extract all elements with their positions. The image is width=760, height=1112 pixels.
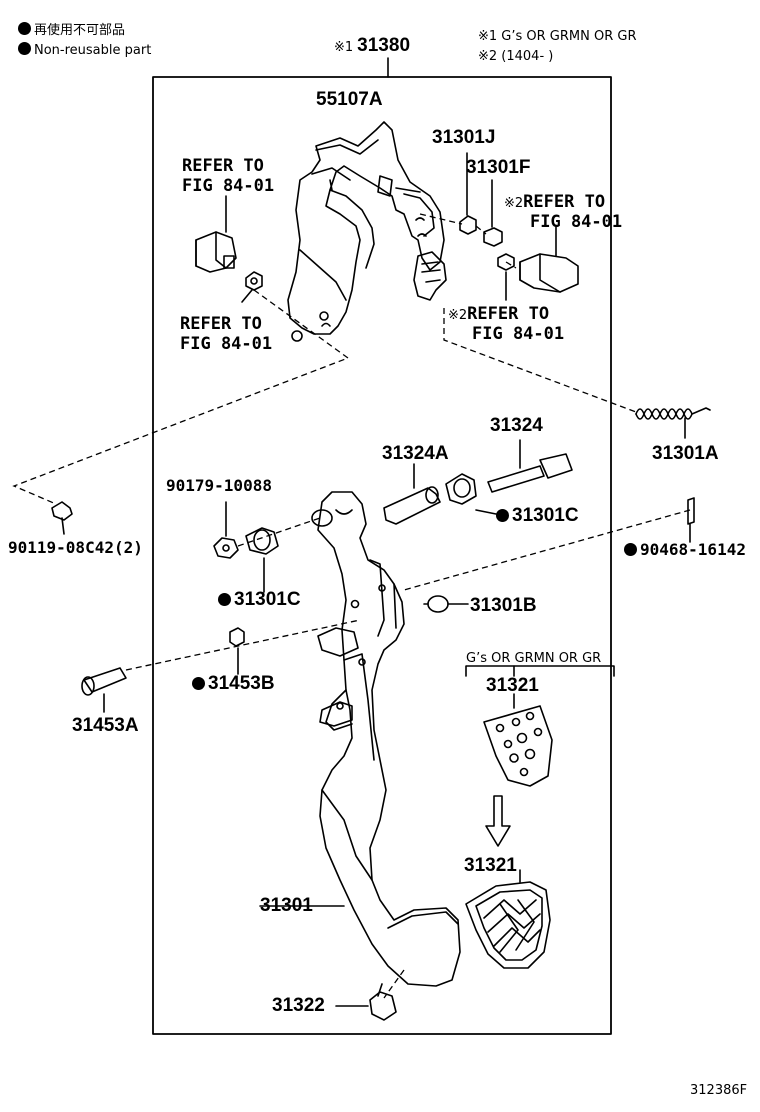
assembly-number: 31380 — [357, 35, 411, 56]
bushing-31301C-lower — [245, 527, 279, 593]
pedal-pad-31321 — [465, 869, 551, 969]
ref-3-line1[interactable]: ※2REFER TO — [504, 194, 605, 211]
label-31453A[interactable]: 31453A — [72, 715, 139, 736]
bracket-55107A — [287, 121, 447, 342]
non-reusable-dot-icon — [218, 593, 231, 606]
ref-4-line1[interactable]: ※2REFER TO — [448, 306, 549, 323]
label-31301C-upper[interactable]: 31301C — [496, 506, 579, 525]
label-31453B-text: 31453B — [208, 673, 275, 694]
bolt-31301F — [483, 179, 503, 247]
nut-31301J — [459, 152, 477, 235]
label-31301A[interactable]: 31301A — [652, 443, 719, 464]
label-31301F[interactable]: 31301F — [466, 157, 531, 178]
assembly-mark: ※1 — [334, 40, 354, 55]
note-1: ※1 G’s OR GRMN OR GR — [478, 29, 637, 44]
stop-lamp-switch-right — [497, 225, 579, 301]
nut-left — [241, 271, 263, 303]
ref-3-mark: ※2 — [504, 196, 524, 211]
non-reusable-dot-icon — [624, 543, 637, 556]
label-31453B[interactable]: 31453B — [192, 674, 275, 693]
legend-jp: 再使用不可部品 — [18, 22, 125, 37]
ref-3-text: REFER TO — [523, 192, 606, 212]
label-31301J[interactable]: 31301J — [432, 127, 496, 148]
dash-pivot — [237, 517, 321, 547]
non-reusable-dot-icon — [18, 22, 31, 35]
legend-en-text: Non-reusable part — [34, 43, 152, 58]
label-31301C-upper-text: 31301C — [512, 505, 579, 526]
non-reusable-dot-icon — [18, 42, 31, 55]
replacement-arrow — [485, 795, 511, 847]
ref-2-line1[interactable]: REFER TO — [180, 314, 262, 334]
ref-2-line2[interactable]: FIG 84-01 — [180, 334, 273, 354]
pedal-arm-31301 — [259, 491, 461, 987]
pin-90468 — [687, 497, 695, 543]
collar-31324A — [383, 463, 441, 525]
dash-upper-sensor — [419, 213, 517, 269]
dash-spring — [443, 308, 637, 413]
ref-1-line1[interactable]: REFER TO — [182, 156, 264, 176]
bolt-31324 — [487, 439, 573, 493]
dash-stopper — [383, 969, 405, 999]
legend-en: Non-reusable part — [18, 42, 151, 57]
label-31324[interactable]: 31324 — [490, 415, 543, 436]
label-31301C-lower[interactable]: 31301C — [218, 590, 301, 609]
non-reusable-dot-icon — [192, 677, 205, 690]
label-31324A[interactable]: 31324A — [382, 443, 449, 464]
note-gs: G’s OR GRMN OR GR — [466, 651, 602, 666]
label-31301[interactable]: 31301 — [260, 895, 313, 916]
label-31301C-lower-text: 31301C — [234, 589, 301, 610]
stopper-31301B — [423, 595, 469, 613]
legend-jp-text: 再使用不可部品 — [34, 23, 126, 38]
label-90468[interactable]: 90468-16142 — [624, 542, 746, 558]
option-bracket — [465, 665, 615, 677]
label-31301B[interactable]: 31301B — [470, 595, 537, 616]
label-31321-upper[interactable]: 31321 — [486, 675, 539, 696]
dash-bolt-frame — [12, 289, 350, 505]
ref-3-line2[interactable]: FIG 84-01 — [530, 212, 623, 232]
pedal-pad-31321-sport — [483, 693, 553, 787]
note-2: ※2 (1404- ) — [478, 49, 554, 64]
ref-1-line2[interactable]: FIG 84-01 — [182, 176, 275, 196]
label-90468-text: 90468-16142 — [640, 540, 746, 559]
label-90179[interactable]: 90179-10088 — [166, 476, 272, 495]
dash-lower-pin — [125, 619, 361, 671]
pin-31453A — [81, 667, 127, 713]
figure-id: 312386F — [690, 1083, 748, 1098]
spring-31301A — [635, 407, 711, 439]
label-90119[interactable]: 90119-08C42(2) — [8, 538, 143, 557]
ref-4-line2[interactable]: FIG 84-01 — [472, 324, 565, 344]
bushing-31301C-upper — [445, 473, 497, 515]
nut-90179 — [213, 501, 239, 559]
bushing-31453B — [229, 627, 245, 675]
ref-4-mark: ※2 — [448, 308, 468, 323]
stop-lamp-switch-left — [195, 195, 237, 273]
ref-4-text: REFER TO — [467, 304, 550, 324]
non-reusable-dot-icon — [496, 509, 509, 522]
label-55107A[interactable]: 55107A — [316, 89, 383, 110]
label-31321-lower[interactable]: 31321 — [464, 855, 517, 876]
stopper-31322 — [335, 983, 397, 1021]
assembly-frame — [152, 76, 612, 1035]
bolt-90119 — [51, 501, 73, 535]
label-31322[interactable]: 31322 — [272, 995, 325, 1016]
